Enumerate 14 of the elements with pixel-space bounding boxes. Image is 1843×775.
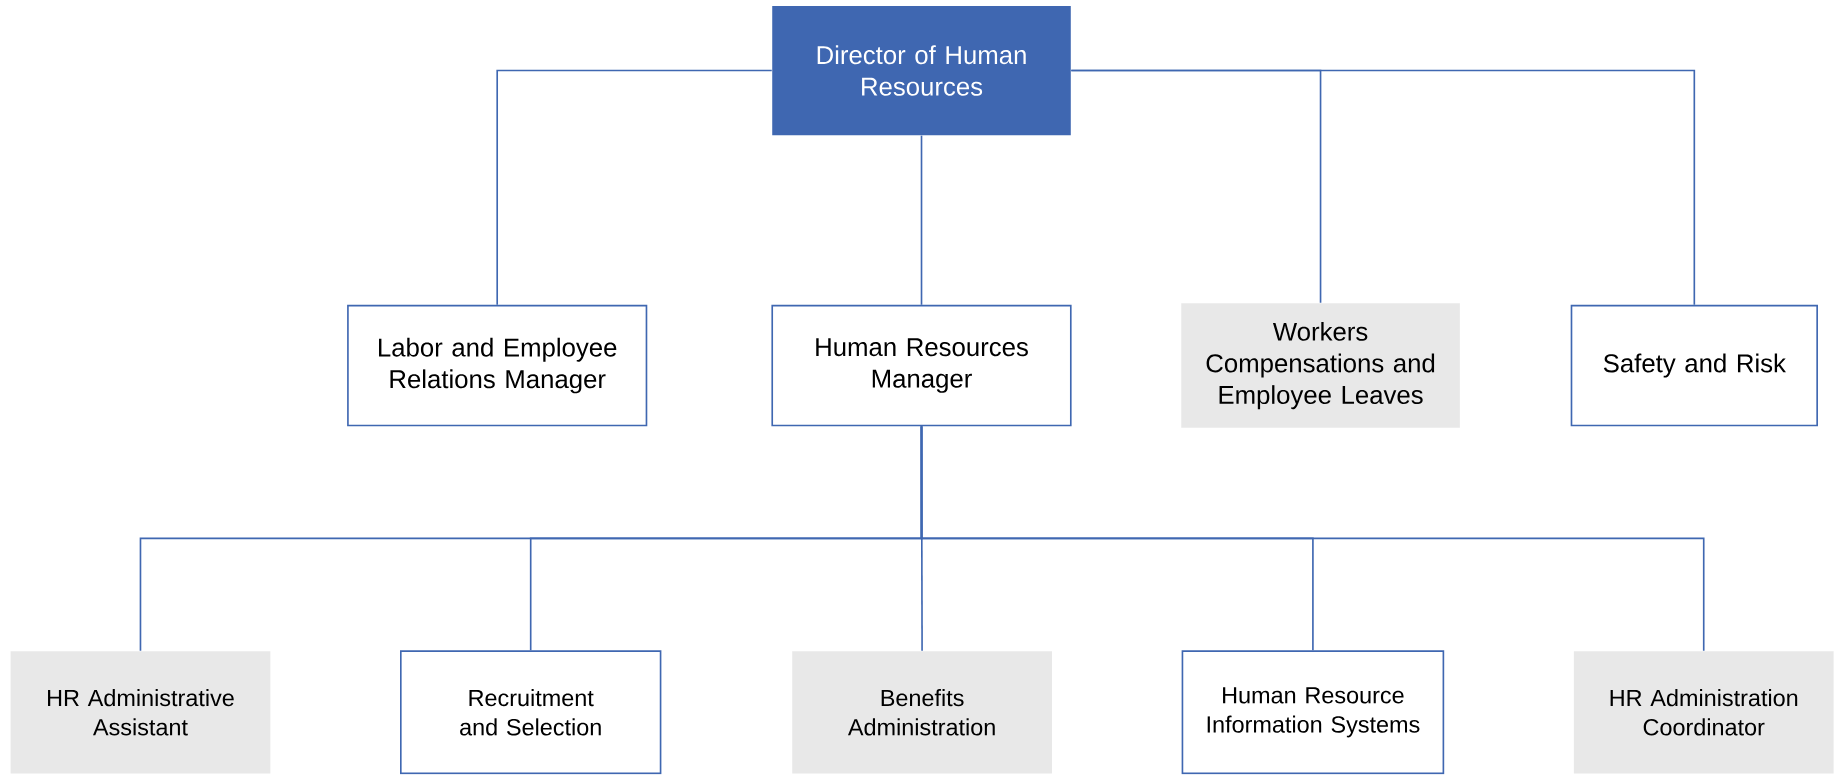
role-box: Safety and Risk — [1570, 305, 1818, 427]
role-box: Recruitment and Selection — [400, 650, 662, 775]
role-box: Human Resource Information Systems — [1181, 650, 1445, 775]
role-box: Workers Compensations and Employee Leaves — [1181, 303, 1460, 429]
connector-line — [496, 69, 773, 306]
role-box: Human Resources Manager — [771, 305, 1072, 427]
connector-line — [1070, 69, 1696, 306]
connector-line — [920, 425, 1705, 652]
role-box: HR Administration Coordinator — [1573, 651, 1834, 774]
role-box: Labor and Employee Relations Manager — [347, 305, 648, 427]
role-box: Benefits Administration — [792, 651, 1052, 774]
role-box: HR Administrative Assistant — [10, 651, 271, 774]
title-box: Director of Human Resources — [772, 6, 1071, 136]
connector-line — [920, 135, 923, 306]
